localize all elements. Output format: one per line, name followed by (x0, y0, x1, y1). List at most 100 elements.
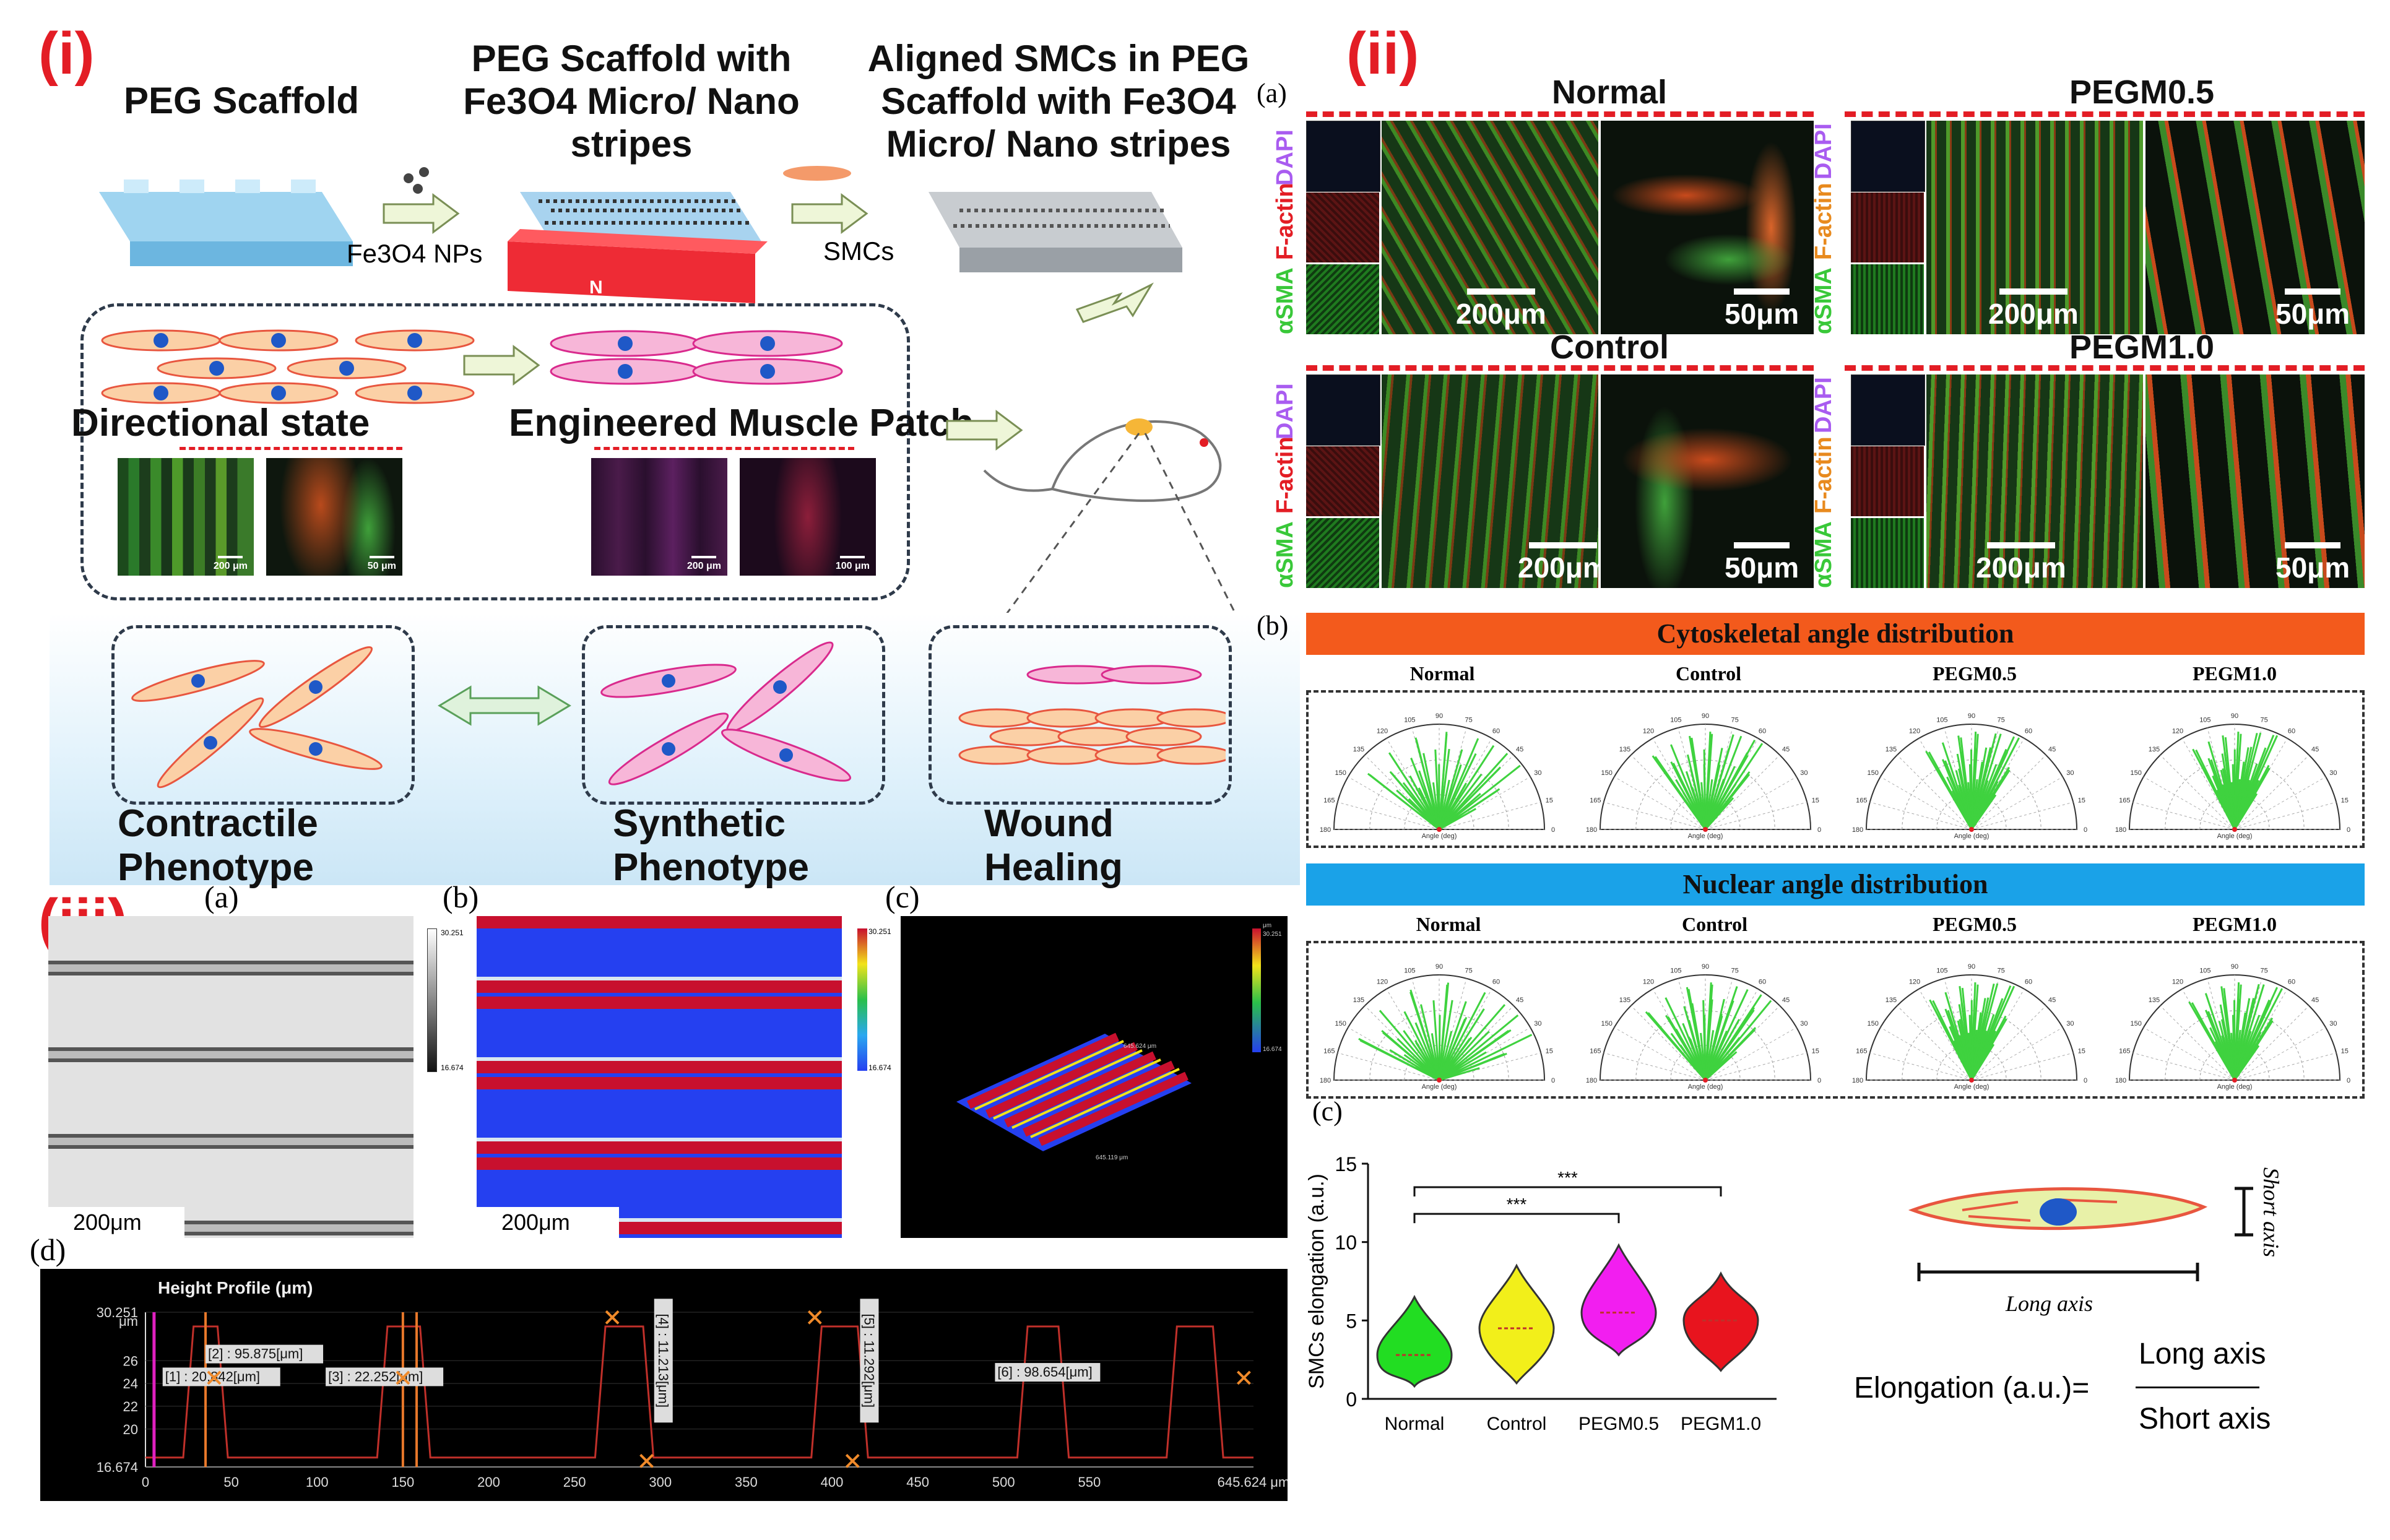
cyto-control-label: Control (1647, 662, 1770, 685)
polar-tick-label: 120 (1377, 979, 1388, 986)
sig-label: *** (1557, 1168, 1578, 1187)
x-tick-label: 50 (223, 1474, 238, 1490)
polar-axis-label: Angle (deg) (1688, 1083, 1723, 1091)
polar-tick-label: 165 (2119, 1047, 2130, 1055)
synthetic-label: Synthetic Phenotype (613, 802, 809, 889)
x-tick-label: 500 (992, 1474, 1015, 1490)
measure-label-group: [5] : 11.292[μm] (860, 1299, 878, 1422)
polar-tick-label: 0 (2347, 1077, 2350, 1084)
polar-tick-label: 105 (2199, 967, 2210, 974)
polar-tick-label: 75 (1997, 716, 2004, 724)
polar-tick-label: 90 (1702, 963, 1709, 971)
polar-tick-label: 150 (1335, 1020, 1346, 1027)
polar-tick-label: 30 (1534, 1020, 1541, 1027)
fe3o4-nps-label: Fe3O4 NPs (347, 239, 482, 269)
x-tick-label: 550 (1078, 1474, 1101, 1490)
y-tick-label: 20 (123, 1422, 138, 1437)
polar-tick-label: 0 (1551, 826, 1555, 834)
patch-micrograph-2: 100 μm (740, 458, 876, 576)
cyto-pegm10-label: PEGM1.0 (2173, 662, 2297, 685)
y-tick-label: 0 (1346, 1388, 1357, 1411)
polar-plot: 1801651501351201059075604530150Angle (de… (1320, 712, 1555, 840)
scalebar: 50μm (1725, 542, 1799, 584)
polar-tick-label: 15 (1812, 1047, 1819, 1055)
polar-tick-label: 75 (1731, 967, 1738, 974)
measure-marker (606, 1311, 618, 1323)
polar-tick-label: 180 (1320, 1077, 1331, 1084)
mouse-illustration (941, 384, 1250, 644)
x-tick-label: Normal (1385, 1414, 1445, 1434)
polar-center (2232, 1078, 2237, 1083)
colorbar-max: 30.251 (441, 928, 464, 937)
polar-tick-label: 30 (2066, 769, 2074, 777)
group-pegm05: PEGM0.5 (2043, 73, 2241, 111)
colorbar-max: 30.251 (868, 927, 891, 936)
polar-tick-label: 135 (1353, 997, 1364, 1004)
polar-tick-label: 60 (2025, 979, 2032, 986)
polar-tick-label: 30 (2066, 1020, 2074, 1027)
scalebar: 200μm (1976, 542, 2066, 584)
cell-sketches (93, 316, 898, 409)
y-tick-label: 15 (1335, 1153, 1357, 1175)
measure-label: [5] : 11.292[μm] (861, 1313, 877, 1408)
polar-tick-label: 105 (1670, 967, 1681, 974)
polar-tick-label: 165 (1590, 797, 1601, 804)
polar-plots: 1801651501351201059075604530150Angle (de… (1306, 690, 2365, 1099)
polar-tick-label: 165 (1323, 1047, 1335, 1055)
panel-ii-b: (b) (1257, 610, 1288, 641)
colorbar-min: 16.674 (868, 1063, 891, 1072)
cell-axis-diagram (1894, 1164, 2266, 1287)
polar-tick-label: 150 (1867, 769, 1878, 777)
polar-center (1437, 827, 1442, 832)
polar-axis-label: Angle (deg) (1954, 1083, 1990, 1091)
scalebar: 200 μm (214, 556, 248, 572)
polar-center (1969, 1078, 1974, 1083)
micro-pegm05: 200μm 50μm (1851, 121, 2365, 334)
axis-label-x: 645.624 μm (1124, 1043, 1156, 1050)
polar-tick-label: 150 (2130, 1020, 2141, 1027)
colorbar-max: 30.251 (1263, 931, 1282, 938)
panel-ii-a: (a) (1257, 77, 1287, 109)
polar-tick-label: 180 (2115, 826, 2126, 834)
x-tick-label: 150 (392, 1474, 415, 1490)
stain-factin: F-actin (1811, 436, 1837, 514)
polar-tick-label: 120 (1909, 728, 1920, 735)
polar-center (1437, 1078, 1442, 1083)
polar-tick-label: 45 (1782, 746, 1790, 753)
scalebar: 200 μm (687, 556, 721, 572)
polar-tick-label: 180 (1320, 826, 1331, 834)
polar-tick-label: 15 (1812, 797, 1819, 804)
sig-bracket (1414, 1214, 1619, 1223)
group-normal: Normal (1510, 73, 1708, 111)
polar-tick-label: 45 (2311, 746, 2319, 753)
x-tick-label: 200 (477, 1474, 500, 1490)
measure-label: [2] : 95.875[μm] (208, 1346, 303, 1362)
polar-tick-label: 60 (1492, 979, 1500, 986)
micro-normal: 200μm 50μm (1306, 121, 1814, 334)
panel-iii-c: (c) (885, 879, 920, 915)
panel-i-label: (i) (38, 20, 95, 88)
polar-tick-label: 180 (1586, 826, 1597, 834)
polar-plot: 1801651501351201059075604530150Angle (de… (1586, 712, 1821, 840)
polar-tick-label: 150 (1601, 1020, 1612, 1027)
scalebar: 50 μm (368, 556, 396, 572)
scalebar: 50μm (2275, 542, 2350, 584)
scalebar-label: 200μm (73, 1209, 142, 1235)
x-tick-label: 450 (906, 1474, 929, 1490)
polar-tick-label: 165 (1856, 1047, 1867, 1055)
polar-tick-label: 165 (1323, 797, 1335, 804)
formula-lhs: Elongation (a.u.)= (1854, 1371, 2089, 1405)
polar-tick-label: 105 (2199, 716, 2210, 724)
polar-tick-label: 90 (1435, 712, 1443, 720)
polar-tick-label: 90 (2231, 963, 2238, 971)
polar-tick-label: 15 (2341, 1047, 2349, 1055)
polar-tick-label: 135 (1353, 746, 1364, 753)
stain-factin: F-actin (1811, 183, 1837, 260)
wound-label: Wound Healing (984, 802, 1123, 889)
peg-scaffold-title: PEG Scaffold (111, 79, 371, 122)
directional-micrograph-2: 50 μm (266, 458, 402, 576)
x-tick-label: PEGM1.0 (1681, 1414, 1761, 1434)
polar-tick-label: 60 (1759, 979, 1766, 986)
